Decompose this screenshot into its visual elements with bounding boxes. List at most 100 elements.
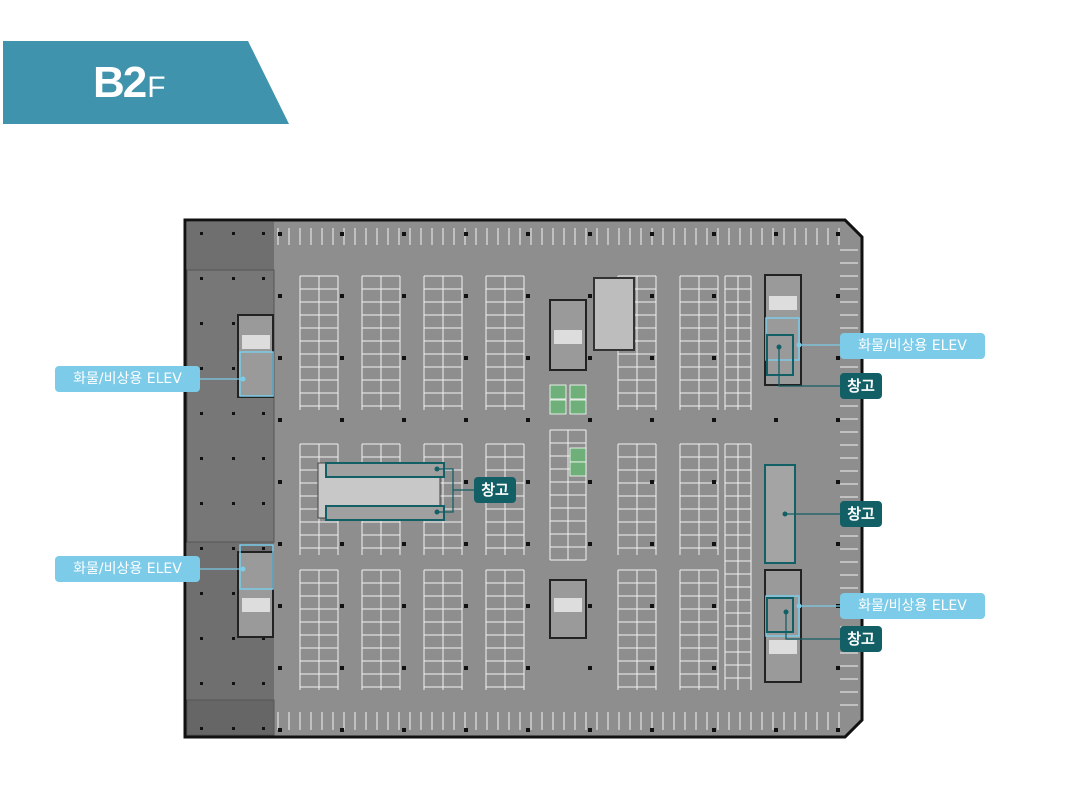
column-mark [232, 322, 235, 325]
column-mark [836, 666, 840, 670]
column-mark [262, 277, 265, 280]
floor-title: B2F [93, 59, 166, 112]
west-zone-bottom [186, 699, 275, 736]
column-mark [464, 728, 468, 732]
storage-south [325, 505, 445, 521]
column-mark [712, 356, 716, 360]
column-mark [402, 232, 406, 236]
column-mark [200, 322, 203, 325]
column-mark [340, 542, 344, 546]
column-mark [200, 637, 203, 640]
column-mark [402, 666, 406, 670]
storage-east-north [766, 334, 794, 376]
core-center-south [549, 579, 587, 639]
column-mark [712, 294, 716, 298]
storage-label-center: 창고 [474, 477, 516, 503]
core-center-north [549, 299, 587, 371]
column-mark [588, 542, 592, 546]
column-mark [650, 418, 654, 422]
freight-elevator-label-west-north: 화물/비상용 ELEV [55, 366, 200, 392]
core-west-north [237, 314, 274, 398]
column-mark [200, 502, 203, 505]
column-mark [340, 418, 344, 422]
column-mark [650, 356, 654, 360]
column-mark [340, 728, 344, 732]
column-mark [200, 367, 203, 370]
storage-label-east-north: 창고 [840, 373, 882, 399]
column-mark [650, 728, 654, 732]
column-mark [464, 232, 468, 236]
column-mark [650, 604, 654, 608]
column-mark [200, 727, 203, 730]
column-mark [588, 356, 592, 360]
column-mark [402, 542, 406, 546]
column-mark [278, 666, 282, 670]
west-zone-room [186, 269, 275, 543]
freight-elevator-label-west-south: 화물/비상용 ELEV [55, 556, 200, 582]
column-mark [200, 412, 203, 415]
column-mark [464, 418, 468, 422]
column-mark [712, 542, 716, 546]
column-mark [402, 418, 406, 422]
column-mark [200, 457, 203, 460]
column-mark [232, 367, 235, 370]
storage-label-east-mid: 창고 [840, 501, 882, 527]
column-mark [340, 666, 344, 670]
column-mark [262, 637, 265, 640]
core-west-south [237, 551, 274, 638]
column-mark [232, 592, 235, 595]
column-mark [200, 592, 203, 595]
column-mark [340, 604, 344, 608]
column-mark [774, 728, 778, 732]
column-mark [402, 356, 406, 360]
column-mark [232, 457, 235, 460]
column-mark [712, 666, 716, 670]
ramp [593, 277, 635, 351]
column-mark [836, 728, 840, 732]
column-mark [526, 232, 530, 236]
column-mark [340, 356, 344, 360]
column-mark [588, 418, 592, 422]
elev-west-north [239, 351, 274, 397]
floor-banner: B2F [3, 41, 289, 124]
core-east-south [764, 569, 802, 683]
column-mark [836, 542, 840, 546]
column-mark [232, 547, 235, 550]
column-mark [712, 480, 716, 484]
column-mark [650, 480, 654, 484]
column-mark [262, 682, 265, 685]
column-mark [836, 356, 840, 360]
column-mark [836, 418, 840, 422]
column-mark [526, 418, 530, 422]
column-mark [464, 356, 468, 360]
structural-columns [200, 232, 840, 732]
column-mark [232, 277, 235, 280]
ev-stalls [549, 384, 587, 477]
column-mark [262, 502, 265, 505]
column-mark [774, 232, 778, 236]
column-mark [526, 666, 530, 670]
column-mark [588, 480, 592, 484]
column-mark [278, 542, 282, 546]
leader-lines [200, 342, 840, 640]
column-mark [526, 294, 530, 298]
column-mark [650, 542, 654, 546]
column-mark [232, 682, 235, 685]
storage-north [325, 462, 445, 478]
column-mark [200, 547, 203, 550]
column-mark [526, 604, 530, 608]
column-mark [526, 728, 530, 732]
column-mark [836, 480, 840, 484]
storage-east-south [766, 597, 794, 633]
column-mark [278, 232, 282, 236]
column-mark [262, 547, 265, 550]
column-mark [232, 502, 235, 505]
column-mark [836, 294, 840, 298]
column-mark [278, 604, 282, 608]
column-mark [464, 666, 468, 670]
column-mark [526, 542, 530, 546]
freight-elevator-label-east-north: 화물/비상용 ELEV [840, 333, 985, 359]
column-mark [526, 480, 530, 484]
column-mark [650, 232, 654, 236]
